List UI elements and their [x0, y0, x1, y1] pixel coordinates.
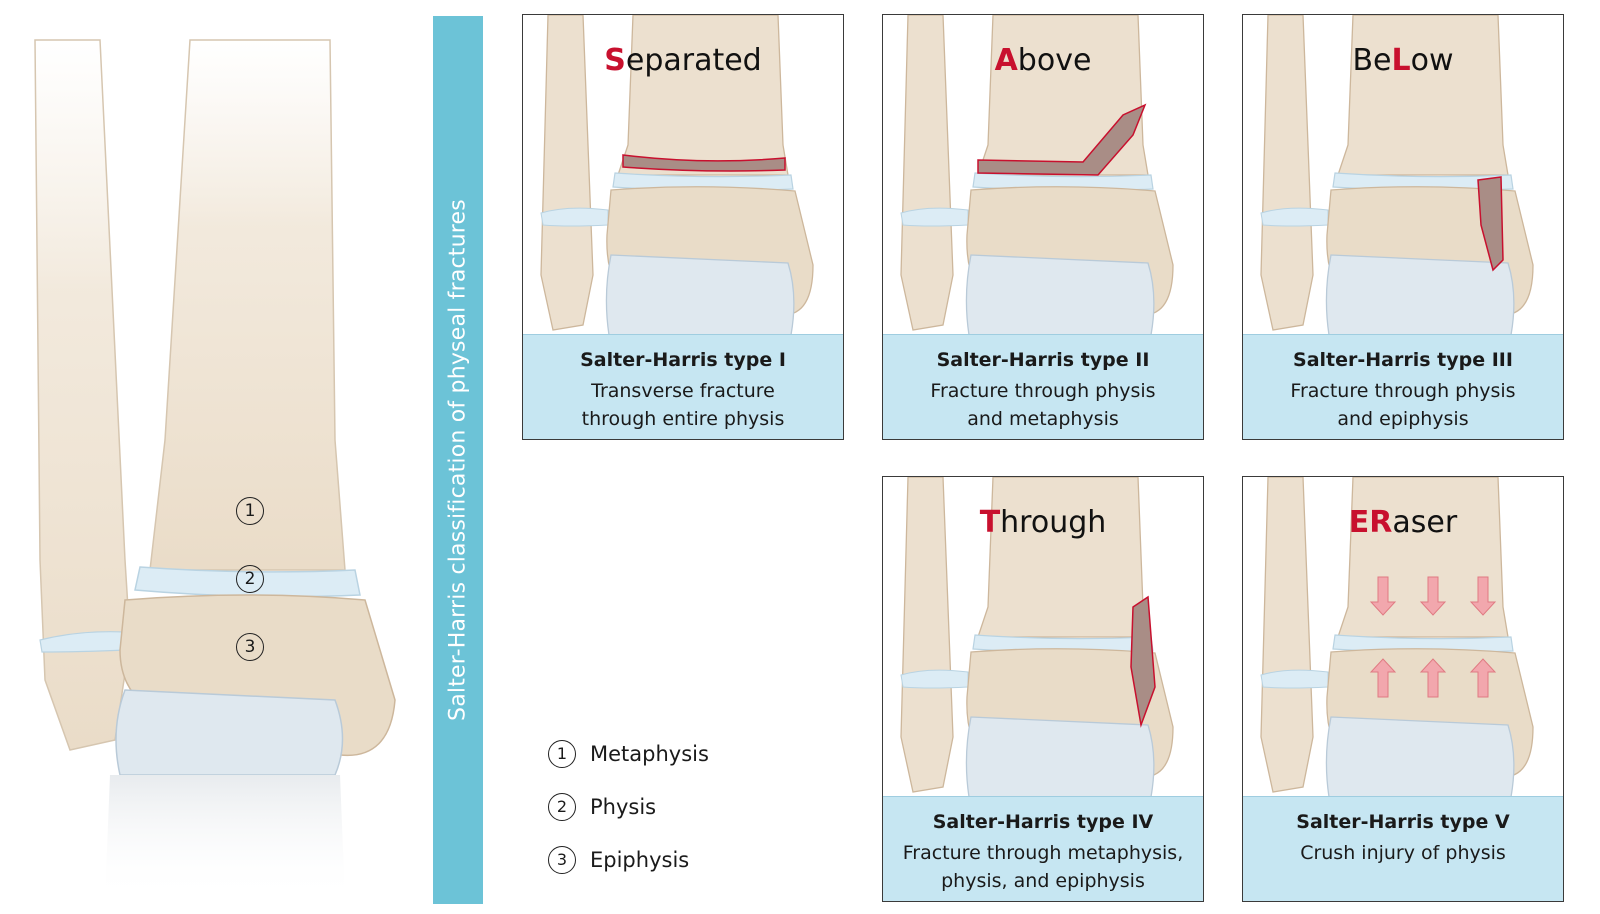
caption-type: Salter-Harris type IV [932, 811, 1154, 833]
fracture-illustration [900, 15, 1174, 335]
caption-desc: Fracture through metaphysis, [902, 842, 1184, 864]
legend-number: 2 [548, 792, 576, 821]
mnemonic-word: Through [883, 505, 1203, 540]
mnemonic-letter: T [979, 505, 1001, 540]
marker-epiphysis: 3 [236, 633, 264, 661]
legend-item: 2 Physis [548, 792, 778, 821]
fibula [34, 39, 131, 751]
panel-type-3: BeLow Salter-Harris type III Fracture th… [1242, 14, 1564, 440]
caption-type: Salter-Harris type I [580, 349, 786, 371]
panel-caption: Salter-Harris type IV Fracture through m… [883, 796, 1203, 901]
fracture-illustration [1260, 15, 1534, 335]
fracture-illustration [900, 477, 1174, 797]
legend-label: Physis [590, 794, 657, 819]
caption-desc: physis, and epiphysis [941, 870, 1145, 892]
caption-type: Salter-Harris type III [1293, 349, 1513, 371]
legend-number: 3 [548, 845, 576, 874]
mnemonic-rest: eparated [625, 43, 762, 78]
caption-desc: Fracture through physis [930, 380, 1156, 402]
marker-physis: 2 [236, 565, 264, 593]
panel-caption: Salter-Harris type I Transverse fracture… [523, 334, 843, 439]
mnemonic-word: Above [883, 43, 1203, 78]
panel-type-4: Through Salter-Harris type IV Fracture t… [882, 476, 1204, 902]
caption-desc: and metaphysis [967, 408, 1119, 430]
fracture-illustration [1260, 477, 1534, 797]
caption-type: Salter-Harris type V [1296, 811, 1510, 833]
legend-label: Epiphysis [590, 847, 690, 872]
legend-label: Metaphysis [590, 741, 709, 766]
caption-desc: and epiphysis [1337, 408, 1469, 430]
mnemonic-rest: ow [1410, 43, 1454, 78]
mnemonic-letter: ER [1348, 505, 1393, 540]
mnemonic-letter: S [604, 43, 626, 78]
legend-item: 3 Epiphysis [548, 845, 778, 874]
legend-item: 1 Metaphysis [548, 739, 778, 768]
tibia [149, 39, 346, 571]
panel-type-1: Separated Salter-Harris type I Transvers… [522, 14, 844, 440]
mnemonic-letter: L [1391, 43, 1411, 78]
marker-metaphysis: 1 [236, 497, 264, 525]
caption-type: Salter-Harris type II [936, 349, 1150, 371]
panel-type-5: ERaser Salter-Harris type V Crush injury… [1242, 476, 1564, 902]
mnemonic-word: BeLow [1243, 43, 1563, 78]
legend-number: 1 [548, 739, 576, 768]
panel-caption: Salter-Harris type II Fracture through p… [883, 334, 1203, 439]
mnemonic-rest: hrough [1000, 505, 1107, 540]
banner-title: Salter-Harris classification of physeal … [445, 199, 471, 721]
mnemonic-word: Separated [523, 43, 843, 78]
caption-desc: Crush injury of physis [1300, 842, 1506, 864]
panel-type-2: Above Salter-Harris type II Fracture thr… [882, 14, 1204, 440]
mnemonic-rest: bove [1017, 43, 1092, 78]
panel-caption: Salter-Harris type III Fracture through … [1243, 334, 1563, 439]
ankle-illustration [34, 39, 396, 900]
side-banner: Salter-Harris classification of physeal … [433, 16, 483, 904]
fracture-illustration [540, 15, 814, 335]
caption-desc: Fracture through physis [1290, 380, 1516, 402]
caption-desc: Transverse fracture [591, 380, 775, 402]
panel-caption: Salter-Harris type V Crush injury of phy… [1243, 796, 1563, 901]
mnemonic-letter: A [994, 43, 1018, 78]
mnemonic-word: ERaser [1243, 505, 1563, 540]
talus [115, 689, 344, 776]
mnemonic-prefix: Be [1352, 43, 1392, 78]
caption-desc: through entire physis [581, 408, 785, 430]
legend: 1 Metaphysis 2 Physis 3 Epiphysis [548, 739, 778, 899]
mnemonic-rest: aser [1392, 505, 1458, 540]
